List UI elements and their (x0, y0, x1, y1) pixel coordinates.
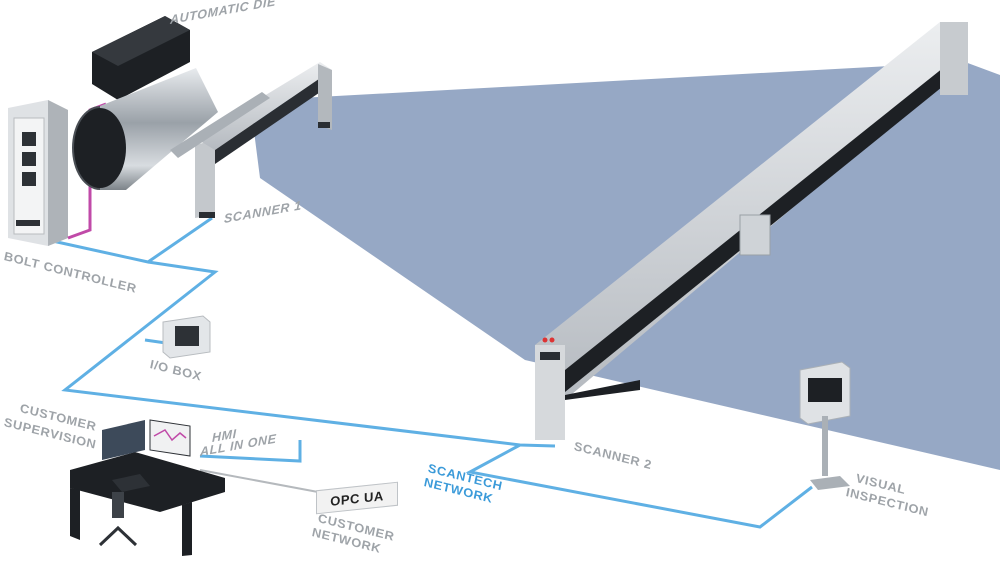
customer-network-line (199, 469, 319, 493)
bolt-controller-cabinet (8, 100, 68, 246)
io-box (162, 315, 211, 359)
scanner-1 (170, 62, 332, 218)
scantech-network-lines (47, 216, 813, 529)
visual-inspection-station (799, 361, 851, 490)
automatic-die (72, 16, 218, 190)
hmi-workstation (70, 419, 225, 556)
scanner-2 (535, 22, 968, 440)
opc-ua-text: OPC UA (330, 487, 384, 509)
